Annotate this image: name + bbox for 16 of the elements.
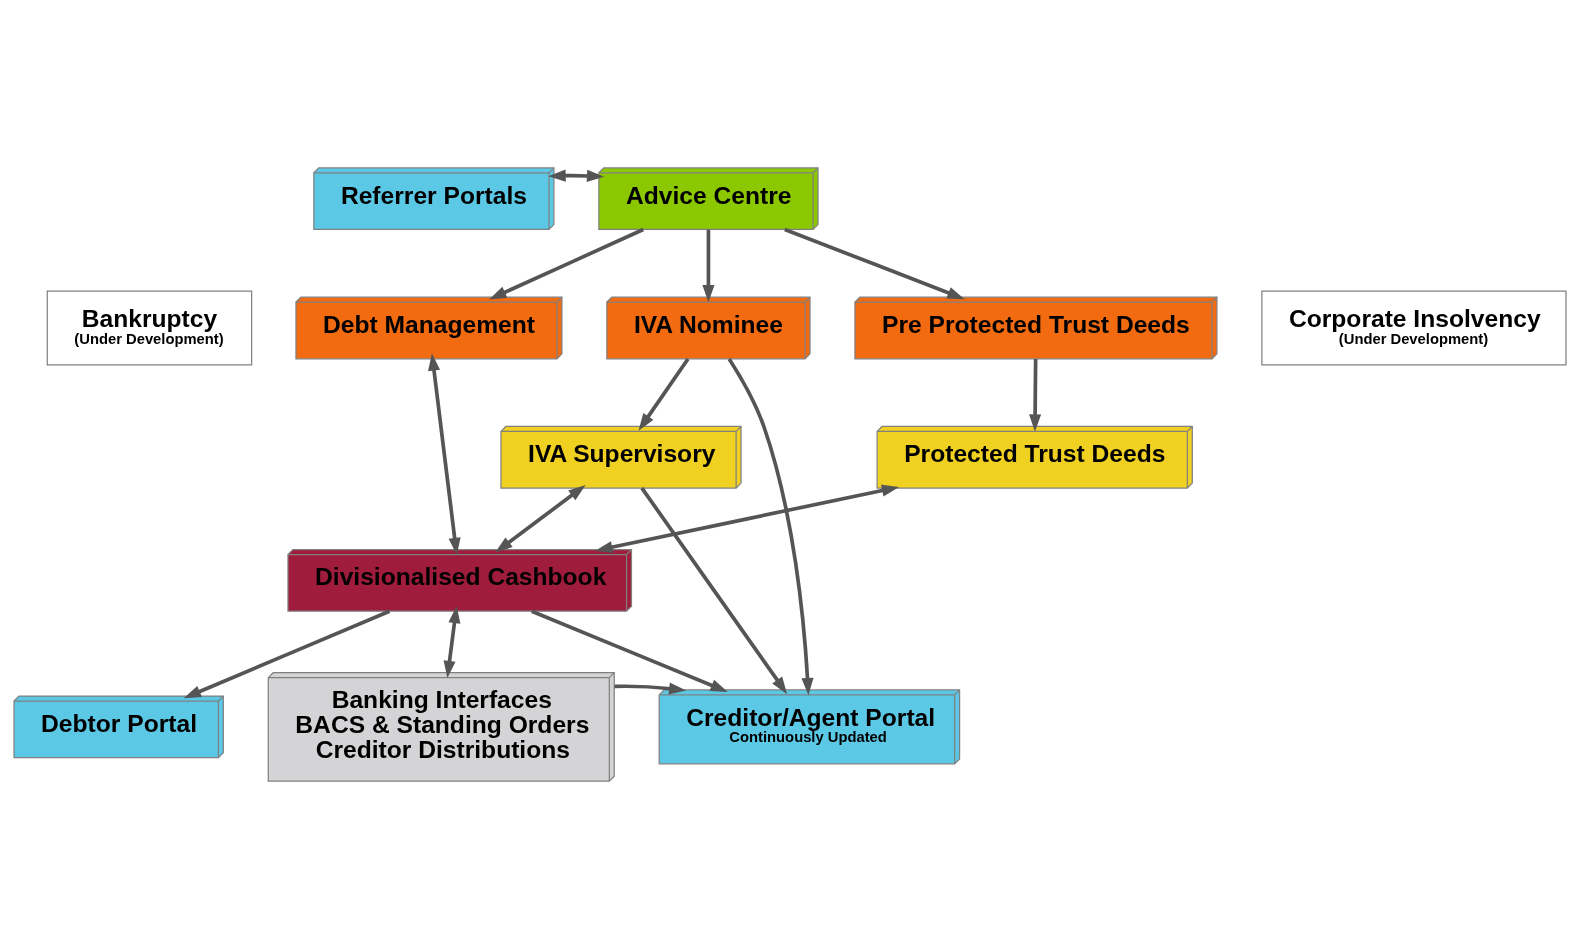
- node-box: Corporate Insolvency (Under Development): [1260, 290, 1567, 366]
- arrow: [614, 682, 686, 695]
- arrow: [783, 227, 965, 300]
- arrow: [1028, 358, 1041, 432]
- arrow: [547, 169, 604, 182]
- node-box: Bankruptcy (Under Development): [46, 290, 252, 366]
- arrow: [183, 609, 390, 699]
- arrow: [639, 487, 787, 695]
- arrow: [701, 229, 714, 303]
- arrow: [494, 484, 586, 553]
- arrow: [727, 357, 814, 696]
- arrow: [638, 357, 689, 431]
- arrow: [443, 605, 460, 679]
- arrow: [530, 609, 728, 693]
- arrow: [488, 227, 644, 300]
- arrow: [427, 353, 461, 556]
